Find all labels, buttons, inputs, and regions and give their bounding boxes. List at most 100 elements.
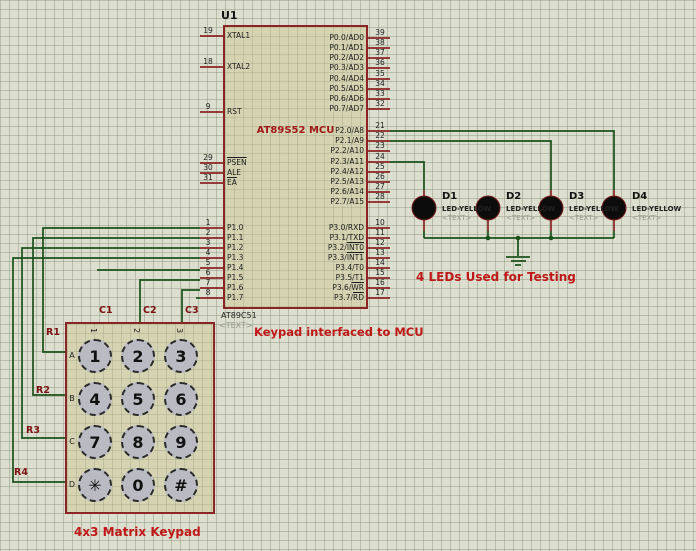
led-text-d2: <TEXT> (506, 214, 536, 222)
pin-num: 18 (203, 57, 213, 66)
led-d2[interactable] (475, 195, 501, 221)
led-ref-d1: D1 (442, 191, 458, 202)
wire-p15-col2[interactable] (139, 279, 200, 322)
keypad-key-7[interactable]: 7 (78, 425, 112, 459)
keypad-key-hash[interactable]: # (164, 468, 198, 502)
pin-name-p25: P2.5/A13 (330, 177, 364, 186)
net-label-r2: R2 (36, 385, 50, 396)
caption-keypad-title: 4x3 Matrix Keypad (74, 525, 201, 539)
keypad-row-letter-c: C (69, 437, 75, 446)
keypad-key-2[interactable]: 2 (121, 339, 155, 373)
pin-num: 17 (375, 288, 385, 297)
pin-name-p06: P0.6/AD6 (329, 94, 364, 103)
pin-name-p11: P1.1 (227, 233, 244, 242)
pin-name-p00: P0.0/AD0 (329, 33, 364, 42)
mcu-label: AT89S52 MCU (256, 125, 335, 136)
led-d1[interactable] (411, 195, 437, 221)
wire-led-ground-bus[interactable] (423, 231, 615, 239)
caption-keypad-mcu: Keypad interfaced to MCU (254, 325, 424, 339)
caption-leds-testing: 4 LEDs Used for Testing (416, 270, 576, 284)
junction-dot (548, 235, 554, 241)
pin-num: 33 (375, 89, 385, 98)
pin-num: 10 (375, 218, 385, 227)
wire-p10-row-a[interactable] (42, 227, 200, 353)
pin-num: 8 (205, 288, 211, 297)
keypad-col-marker-1: 1 (89, 327, 99, 334)
mcu-right-pin-stubs[interactable] (368, 37, 390, 299)
pin-num: 2 (205, 228, 211, 237)
net-label-r4: R4 (14, 467, 28, 478)
led-d3[interactable] (538, 195, 564, 221)
pin-name-p22: P2.2/A10 (330, 146, 364, 155)
keypad-key-3[interactable]: 3 (164, 339, 198, 373)
keypad-key-4[interactable]: 4 (78, 382, 112, 416)
pin-name-p02: P0.2/AD2 (329, 53, 364, 62)
keypad-key-8[interactable]: 8 (121, 425, 155, 459)
pin-num: 35 (375, 69, 385, 78)
led-d4[interactable] (601, 195, 627, 221)
pin-name-p24: P2.4/A12 (330, 167, 364, 176)
pin-name-p26: P2.6/A14 (330, 187, 364, 196)
pin-num: 28 (375, 192, 385, 201)
keypad-key-6[interactable]: 6 (164, 382, 198, 416)
led-part-d4: LED-YELLOW (632, 205, 682, 213)
pin-num: 26 (375, 172, 385, 181)
pin-name-rst: RST (227, 107, 242, 116)
wire-p12-row-c[interactable] (21, 247, 200, 439)
net-label-r1: R1 (46, 327, 60, 338)
ground-symbol[interactable] (506, 238, 530, 266)
led-text-d4: <TEXT> (632, 214, 662, 222)
wire-p16-col3[interactable] (181, 289, 200, 322)
keypad-key-0[interactable]: 0 (121, 468, 155, 502)
pin-name-p32: P3.2/INT0 (327, 243, 364, 252)
pin-num: 16 (375, 278, 385, 287)
wire-p20-d4[interactable] (390, 130, 615, 190)
keypad-key-5[interactable]: 5 (121, 382, 155, 416)
pin-num: 37 (375, 48, 385, 57)
wire-p11-row-b[interactable] (32, 237, 200, 396)
led-part-d1: LED-YELLOW (442, 205, 492, 213)
junction-dot (485, 235, 491, 241)
pin-name-p37: P3.7/RD (334, 293, 364, 302)
pin-num: 24 (375, 152, 385, 161)
wire-p21-d3[interactable] (390, 140, 552, 190)
pin-name-psen: PSEN (227, 158, 247, 167)
mcu-designator: U1 (221, 9, 238, 22)
pin-name-ea: EA (227, 178, 237, 187)
pin-num: 32 (375, 99, 385, 108)
mcu-body[interactable] (223, 25, 368, 309)
pin-name-p05: P0.5/AD5 (329, 84, 364, 93)
pin-num: 27 (375, 182, 385, 191)
pin-name-xtal1: XTAL1 (227, 31, 251, 40)
pin-name-p33: P3.3/INT1 (327, 253, 364, 262)
pin-num: 14 (375, 258, 385, 267)
keypad-key-1[interactable]: 1 (78, 339, 112, 373)
keypad-col-marker-2: 2 (132, 327, 142, 334)
keypad-row-letter-b: B (69, 394, 75, 403)
pin-num: 7 (205, 278, 211, 287)
pin-num: 21 (375, 121, 385, 130)
keypad-key-9[interactable]: 9 (164, 425, 198, 459)
net-label-c2: C2 (143, 305, 157, 316)
pin-num: 22 (375, 131, 385, 140)
keypad-row-letter-d: D (68, 480, 76, 489)
wire-p23-d1[interactable] (390, 161, 425, 190)
pin-num: 11 (375, 228, 385, 237)
pin-num: 25 (375, 162, 385, 171)
mcu-left-pin-stubs[interactable] (200, 35, 223, 299)
pin-num: 13 (375, 248, 385, 257)
pin-name-p20: P2.0/A8 (335, 126, 364, 135)
pin-name-p31: P3.1/TXD (329, 233, 364, 242)
keypad-key-star[interactable]: ✳ (78, 468, 112, 502)
pin-name-p27: P2.7/A15 (330, 197, 364, 206)
led-ref-d2: D2 (506, 191, 522, 202)
mcu-text-placeholder: <TEXT> (219, 321, 253, 330)
led-terminal-stubs[interactable] (423, 190, 615, 231)
led-part-d2: LED-YELLOW (506, 205, 556, 213)
pin-num: 31 (203, 173, 213, 182)
wire-p13-row-d[interactable] (12, 257, 200, 483)
pin-name-xtal2: XTAL2 (227, 62, 251, 71)
pin-num: 12 (375, 238, 385, 247)
pin-name-p01: P0.1/AD1 (329, 43, 364, 52)
